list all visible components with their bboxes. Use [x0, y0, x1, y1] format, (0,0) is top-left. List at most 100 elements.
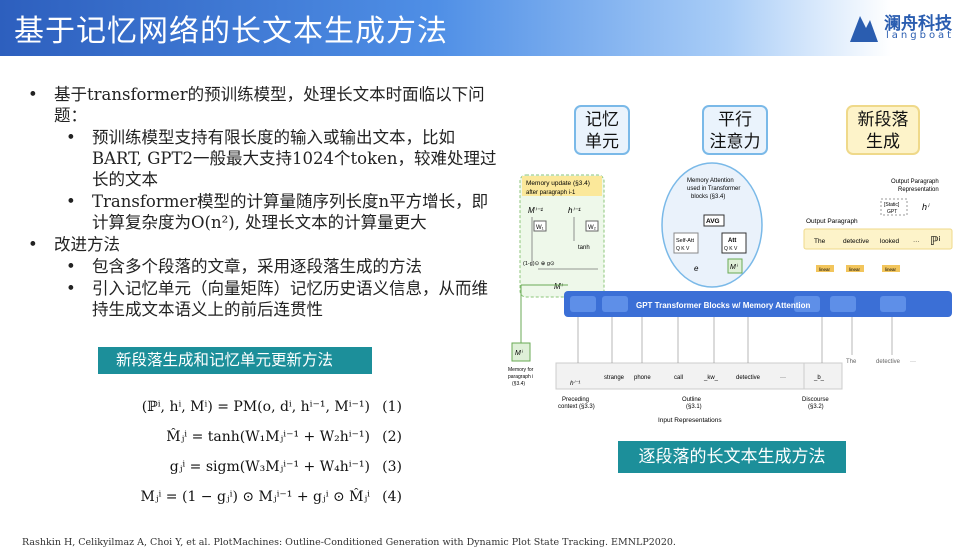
gpt-block-cell — [830, 296, 856, 312]
p-i-label: ℙⁱ — [930, 234, 941, 248]
after-paragraph-label: after paragraph i-1 — [526, 190, 576, 196]
callout-line: 记忆 — [585, 110, 619, 130]
outline-label: Outline — [682, 397, 702, 403]
self-att-label: Self-Att — [676, 238, 695, 244]
bullet-problem-1: 预训练模型支持有限长度的输入或输出文本，比如BART, GPT2一般最大支持10… — [28, 127, 498, 190]
input-token: _kw_ — [703, 375, 719, 381]
w2-box — [585, 220, 599, 232]
h-input-label: hⁱ⁻¹ — [570, 380, 581, 387]
input-token: call — [674, 375, 683, 381]
memory-cur-label: Mⁱ — [554, 282, 564, 291]
preceding-label: Preceding — [562, 397, 589, 403]
h-i-label: hⁱ — [922, 202, 930, 212]
callout-line: 注意力 — [709, 132, 761, 152]
linear-label: linear — [885, 267, 897, 272]
w2-label: W₂ — [588, 225, 597, 231]
att-qkv: Q K V — [724, 246, 738, 252]
input-token: strange — [604, 375, 625, 381]
m-mini-box — [727, 258, 743, 274]
bullet-problem-2: Transformer模型的计算量随序列长度n平方增长，即计算复杂度为O(n²)… — [28, 191, 498, 233]
architecture-figure: Memory update (§3.4) after paragraph i-1… — [508, 105, 960, 435]
gpt-block-cell — [880, 296, 906, 312]
avg-box — [703, 214, 725, 227]
input-token: detective — [736, 375, 761, 381]
callout-line: 生成 — [866, 132, 900, 152]
memory-paragraph-symbol: Mⁱ — [515, 349, 524, 357]
m-mini-label: Mⁱ — [730, 263, 739, 271]
output-rep-line1: Output Paragraph — [891, 179, 939, 185]
equation-number: (1) — [382, 399, 402, 415]
equation-1: (ℙⁱ, hⁱ, Mⁱ) = PM(o, dⁱ, hⁱ⁻¹, Mⁱ⁻¹)(1) — [100, 392, 402, 422]
static-gpt-box — [880, 198, 908, 216]
w1-label: W₁ — [536, 225, 544, 231]
gpt-label: GPT — [887, 209, 897, 215]
w1-box — [533, 220, 547, 232]
equation-2: M̂ⱼⁱ = tanh(W₁Mⱼⁱ⁻¹ + W₂hⁱ⁻¹)(2) — [100, 422, 402, 452]
company-logo: 澜舟科技 langboat — [846, 8, 966, 48]
memory-wire — [520, 284, 568, 343]
memory-update-label: Memory update (§3.4) — [526, 180, 590, 187]
tanh-label: tanh — [578, 245, 590, 251]
preceding-label-2: context (§3.3) — [558, 404, 595, 410]
discourse-token-box — [803, 362, 843, 390]
input-tokens-row — [555, 362, 817, 390]
equation-formula: Mⱼⁱ = (1 − gⱼⁱ) ⊙ Mⱼⁱ⁻¹ + gⱼⁱ ⊙ M̂ⱼⁱ — [140, 489, 371, 505]
callout-memory-unit: 记忆 单元 — [574, 105, 630, 155]
equation-formula: M̂ⱼⁱ = tanh(W₁Mⱼⁱ⁻¹ + W₂hⁱ⁻¹) — [166, 429, 370, 445]
bottom-token: detective — [876, 359, 901, 365]
architecture-diagram: Memory update (§3.4) after paragraph i-1… — [508, 162, 953, 424]
callout-line: 单元 — [585, 132, 619, 152]
out-token: detective — [843, 238, 869, 245]
callout-line: 新段落 — [857, 110, 909, 130]
bullet-method-2: 引入记忆单元（向量矩阵）记忆历史语义信息，从而维持生成文本语义上的前后连贯性 — [28, 278, 498, 320]
bullet-method-1: 包含多个段落的文章，采用逐段落生成的方法 — [28, 256, 498, 277]
figure-caption: 逐段落的长文本生成方法 — [618, 441, 846, 473]
memory-update-header — [522, 176, 602, 196]
att-box — [721, 232, 747, 254]
callout-parallel-attention: 平行 注意力 — [702, 105, 768, 155]
avg-label: AVG — [706, 218, 720, 225]
equation-3: gⱼⁱ = sigm(W₃Mⱼⁱ⁻¹ + W₄hⁱ⁻¹)(3) — [100, 452, 402, 482]
out-token: ··· — [913, 238, 920, 245]
mem-attention-line1: Memory Attention — [687, 178, 734, 184]
output-paragraph-label: Output Paragraph — [806, 218, 858, 225]
discourse-label-2: (§3.2) — [808, 404, 824, 410]
memory-update-panel — [519, 174, 605, 298]
linear-box — [816, 265, 834, 272]
discourse-label: Discourse — [802, 397, 829, 403]
page-title: 基于记忆网络的长文本生成方法 — [14, 14, 448, 49]
logo-icon — [850, 16, 878, 42]
equation-4: Mⱼⁱ = (1 − gⱼⁱ) ⊙ Mⱼⁱ⁻¹ + gⱼⁱ ⊙ M̂ⱼⁱ (4) — [100, 482, 403, 512]
connection-lines — [577, 317, 893, 363]
gpt-block-cell — [570, 296, 596, 312]
reference: Rashkin H, Celikyilmaz A, Choi Y, et al.… — [22, 537, 676, 548]
bullet-method: 改进方法 — [28, 234, 498, 255]
linear-label: linear — [849, 267, 861, 272]
input-token: phone — [634, 375, 651, 381]
gpt-block-cell — [794, 296, 820, 312]
e-label: e — [694, 264, 699, 273]
title-bar: 基于记忆网络的长文本生成方法 澜舟科技 langboat — [0, 0, 969, 56]
callout-line: 平行 — [718, 110, 752, 130]
memory-wires — [531, 217, 598, 270]
equation-formula: gⱼⁱ = sigm(W₃Mⱼⁱ⁻¹ + W₄hⁱ⁻¹) — [169, 459, 370, 475]
output-paragraph-box — [803, 228, 953, 250]
method-label: 新段落生成和记忆单元更新方法 — [98, 347, 372, 374]
input-token: ··· — [780, 375, 786, 381]
bullet-list: 基于transformer的预训练模型，处理长文本时面临以下问题： 预训练模型支… — [28, 84, 498, 321]
linear-label: linear — [819, 267, 831, 272]
linear-box — [846, 265, 864, 272]
out-token: The — [814, 238, 826, 245]
bottom-token: The — [846, 359, 857, 365]
callout-new-paragraph: 新段落 生成 — [846, 105, 920, 155]
outline-label-2: (§3.1) — [686, 404, 702, 410]
logo-subtitle: langboat — [886, 30, 955, 41]
mem-para-line3: (§3.4) — [512, 381, 525, 387]
mem-attention-line3: blocks (§3.4) — [691, 194, 725, 200]
equation-number: (4) — [382, 489, 402, 505]
linear-box — [882, 265, 900, 272]
static-label: [Static] — [884, 202, 900, 208]
gpt-block-cell — [602, 296, 628, 312]
att-label: Att — [728, 238, 736, 244]
bullet-problem: 基于transformer的预训练模型，处理长文本时面临以下问题： — [28, 84, 498, 126]
